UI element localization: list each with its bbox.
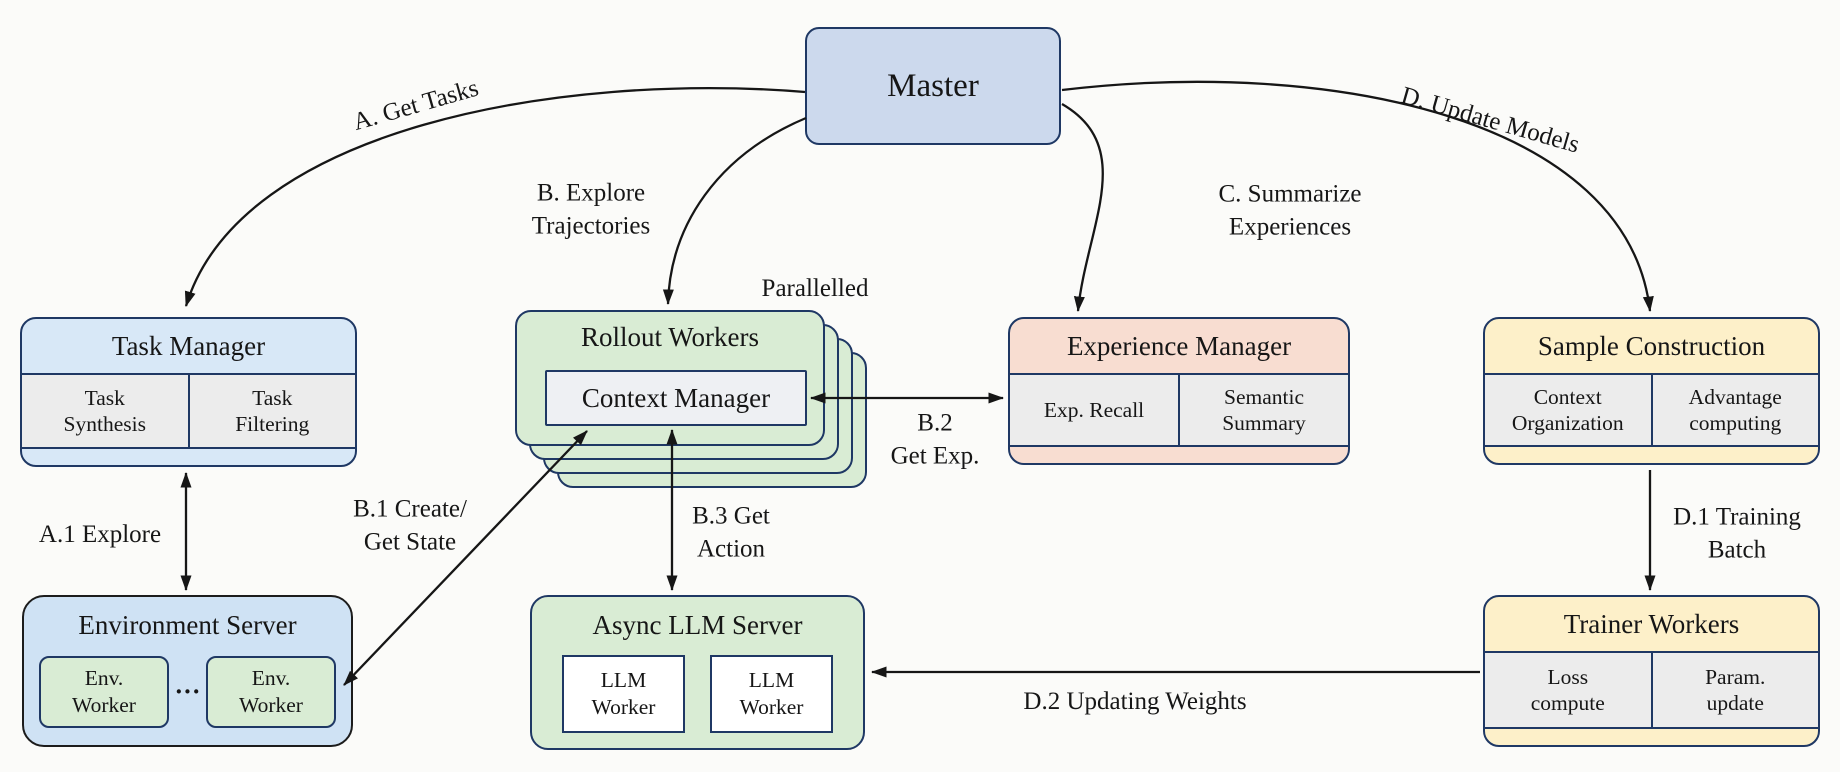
cell-line: Worker <box>739 694 804 719</box>
context-manager-title: Context Manager <box>581 382 771 413</box>
sample-construction-foot <box>1485 447 1818 463</box>
sample-construction-node: Sample Construction Context Organization… <box>1483 317 1820 465</box>
experience-manager-cells: Exp. Recall Semantic Summary <box>1010 373 1348 447</box>
cell-line: Env. <box>251 666 291 691</box>
label-line: B.2 <box>917 409 953 437</box>
arrow-a-get-tasks <box>184 87 806 307</box>
cell-line: Worker <box>591 694 656 719</box>
label-line: B.1 Create/ <box>353 495 467 523</box>
label-line: B.3 Get <box>692 502 770 530</box>
async-llm-server-title: Async LLM Server <box>592 609 803 640</box>
trainer-workers-foot <box>1485 729 1818 745</box>
label-b2-get-exp: B.2 Get Exp. <box>891 408 980 473</box>
arrow-c-summarize-experiences <box>1061 103 1104 312</box>
cell-line: Env. <box>84 666 124 691</box>
cell-line: Synthesis <box>63 412 146 436</box>
cell-line: LLM <box>600 667 647 692</box>
exp-recall-cell: Exp. Recall <box>1010 375 1178 445</box>
param-update-cell: Param. update <box>1650 653 1818 727</box>
context-manager-node: Context Manager <box>545 370 807 426</box>
cell-line: Semantic <box>1223 384 1304 409</box>
task-manager-title: Task Manager <box>111 330 266 361</box>
cell-line: Loss <box>1547 664 1589 689</box>
task-manager-foot <box>22 449 355 465</box>
cell-line: Worker <box>239 693 303 717</box>
label-line: D.1 Training <box>1673 503 1801 531</box>
label-line: Action <box>696 535 766 562</box>
environment-server-title: Environment Server <box>78 609 297 640</box>
cell-line: compute <box>1530 691 1605 715</box>
context-organization-cell: Context Organization <box>1485 375 1651 445</box>
label-line: B. Explore <box>536 179 646 207</box>
experience-manager-title: Experience Manager <box>1066 330 1292 361</box>
label-c-summarize-experiences: C. Summarize Experiences <box>1218 179 1361 244</box>
ellipsis-more-workers: ··· <box>174 677 201 706</box>
async-llm-server-workers: LLM Worker LLM Worker <box>532 651 863 748</box>
label-line: Get State <box>363 528 457 555</box>
rollout-workers-node: Rollout Workers Context Manager <box>515 310 825 446</box>
trainer-workers-node: Trainer Workers Loss compute Param. upda… <box>1483 595 1820 747</box>
cell-line: Exp. Recall <box>1043 397 1145 422</box>
cell-line: Task <box>252 385 293 410</box>
label-line: Get Exp. <box>890 442 980 469</box>
label-line: Experiences <box>1228 213 1352 240</box>
label-a1-explore: A.1 Explore <box>38 520 162 548</box>
environment-server-workers: Env. Worker ··· Env. Worker <box>24 651 351 745</box>
environment-server-node: Environment Server Env. Worker ··· Env. … <box>22 595 353 747</box>
loss-compute-cell: Loss compute <box>1485 653 1651 727</box>
task-synthesis-cell: Task Synthesis <box>22 375 188 447</box>
cell-line: update <box>1706 691 1764 715</box>
semantic-summary-cell: Semantic Summary <box>1178 375 1348 445</box>
cell-line: Task <box>84 385 125 410</box>
label-d-update-models: D. Update Models <box>1398 81 1583 159</box>
cell-line: Worker <box>72 693 136 717</box>
llm-worker-node: LLM Worker <box>710 654 833 733</box>
label-a-get-tasks: A. Get Tasks <box>350 74 482 137</box>
label-d1-training-batch: D.1 Training Batch <box>1673 502 1801 567</box>
label-d2-updating-weights: D.2 Updating Weights <box>1023 687 1247 715</box>
label-b3-get-action: B.3 Get Action <box>692 501 770 566</box>
llm-worker-node: LLM Worker <box>562 654 685 733</box>
experience-manager-foot <box>1010 447 1348 463</box>
label-b1-create-get-state: B.1 Create/ Get State <box>353 494 467 559</box>
cell-line: computing <box>1689 411 1782 435</box>
cell-line: LLM <box>748 667 795 692</box>
async-llm-server-node: Async LLM Server LLM Worker LLM Worker <box>530 595 865 750</box>
advantage-computing-cell: Advantage computing <box>1650 375 1818 445</box>
cell-line: Context <box>1533 384 1602 409</box>
label-line: Batch <box>1707 536 1767 563</box>
task-filtering-cell: Task Filtering <box>187 375 355 447</box>
cell-line: Filtering <box>235 412 310 436</box>
master-node: Master <box>805 27 1061 145</box>
env-worker-node: Env. Worker <box>206 656 336 728</box>
sample-construction-cells: Context Organization Advantage computing <box>1485 373 1818 447</box>
label-line: C. Summarize <box>1218 180 1362 208</box>
rollout-workers-title: Rollout Workers <box>580 322 760 352</box>
label-line: Trajectories <box>531 212 651 239</box>
sample-construction-title: Sample Construction <box>1537 330 1766 361</box>
cell-line: Advantage <box>1688 384 1782 409</box>
label-b-explore-trajectories: B. Explore Trajectories <box>532 178 651 243</box>
env-worker-node: Env. Worker <box>39 656 169 728</box>
task-manager-cells: Task Synthesis Task Filtering <box>22 373 355 449</box>
trainer-workers-cells: Loss compute Param. update <box>1485 651 1818 729</box>
master-title: Master <box>887 67 979 104</box>
experience-manager-node: Experience Manager Exp. Recall Semantic … <box>1008 317 1350 465</box>
cell-line: Param. <box>1705 664 1766 689</box>
trainer-workers-title: Trainer Workers <box>1563 608 1740 639</box>
cell-line: Summary <box>1222 411 1306 435</box>
cell-line: Organization <box>1511 411 1624 435</box>
task-manager-node: Task Manager Task Synthesis Task Filteri… <box>20 317 357 467</box>
label-parallelled: Parallelled <box>761 274 869 302</box>
